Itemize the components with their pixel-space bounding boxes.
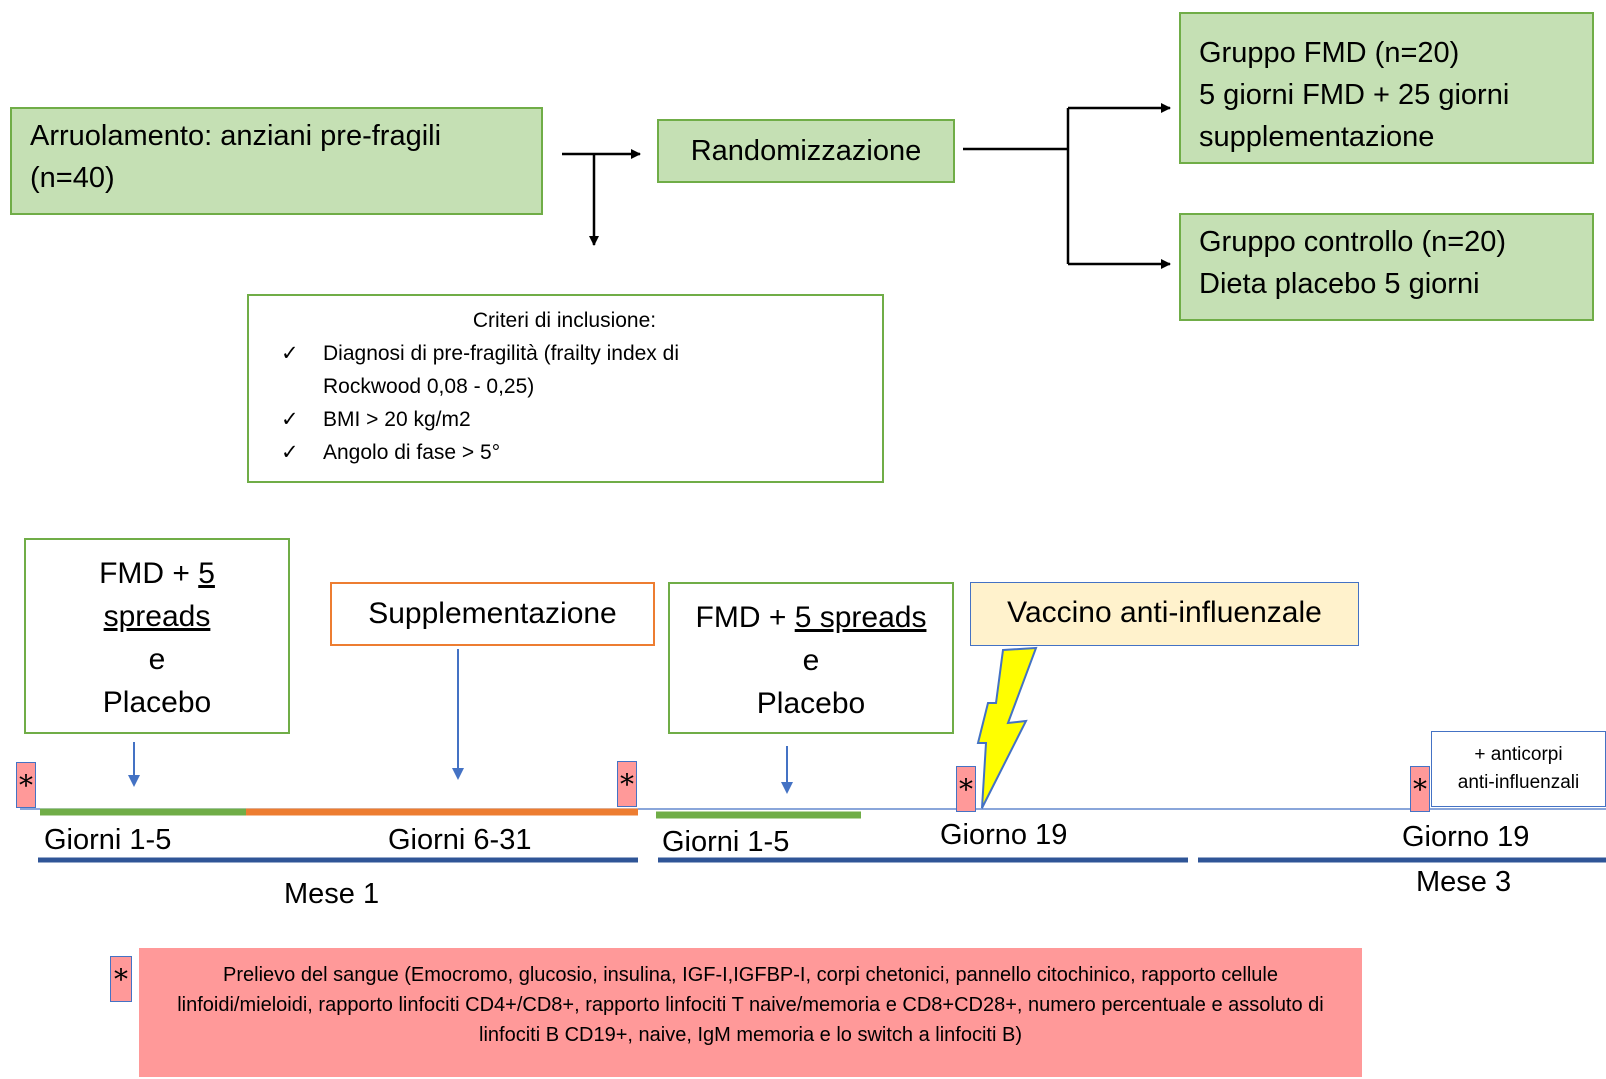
vaccine-text: Vaccino anti-influenzale xyxy=(1007,596,1322,629)
randomization-box: Randomizzazione xyxy=(657,119,955,183)
fmd-label: FMD + xyxy=(99,557,199,590)
criteria-item: ✓ BMI > 20 kg/m2 xyxy=(259,403,870,436)
fmd-group-line-3: supplementazione xyxy=(1199,121,1435,153)
enrollment-box: Arruolamento: anziani pre-fragili (n=40) xyxy=(10,107,543,215)
criteria-item-text: Angolo di fase > 5° xyxy=(323,441,501,464)
blood-sample-marker: * xyxy=(16,762,36,808)
checkmark-icon: ✓ xyxy=(281,342,299,365)
supplement-text: Supplementazione xyxy=(368,597,617,630)
label-giorni-6-31: Giorni 6-31 xyxy=(388,824,532,856)
placebo-label: Placebo xyxy=(756,687,866,720)
supplement-box: Supplementazione xyxy=(330,582,655,646)
label-giorni-1-5-a: Giorni 1-5 xyxy=(44,824,172,856)
criteria-item-text: Diagnosi di pre-fragilità (frailty index… xyxy=(323,342,679,398)
blood-sample-marker: * xyxy=(617,761,637,807)
spreads-label: 5 spreads xyxy=(794,601,927,634)
criteria-item: ✓ Angolo di fase > 5° xyxy=(259,436,870,469)
fmd-placebo-box-2: FMD + 5 spreads e Placebo xyxy=(668,582,954,734)
control-group-line-2: Dieta placebo 5 giorni xyxy=(1199,268,1480,300)
fmd-count: 5 xyxy=(198,557,215,590)
criteria-item-text: BMI > 20 kg/m2 xyxy=(323,408,471,431)
blood-sample-legend: Prelievo del sangue (Emocromo, glucosio,… xyxy=(139,948,1362,1077)
control-group-line-1: Gruppo controllo (n=20) xyxy=(1199,226,1507,258)
fmd-placebo-box-1: FMD + 5 spreads e Placebo xyxy=(24,538,290,734)
placebo-label: Placebo xyxy=(102,686,212,719)
inclusion-criteria-box: Criteri di inclusione: ✓ Diagnosi di pre… xyxy=(247,294,884,483)
criteria-list: ✓ Diagnosi di pre-fragilità (frailty ind… xyxy=(259,337,870,469)
fmd-group-line-2: 5 giorni FMD + 25 giorni xyxy=(1199,79,1510,111)
antibodies-line-2: anti-influenzali xyxy=(1457,772,1580,793)
blood-sample-marker: * xyxy=(1410,766,1430,812)
fmd-group-line-1: Gruppo FMD (n=20) xyxy=(1199,37,1460,69)
checkmark-icon: ✓ xyxy=(281,408,299,431)
antibodies-line-1: + anticorpi xyxy=(1474,744,1563,765)
criteria-title: Criteri di inclusione: xyxy=(472,309,657,332)
legend-text: Prelievo del sangue (Emocromo, glucosio,… xyxy=(177,964,1324,1046)
legend-marker: * xyxy=(110,956,132,1002)
randomization-text: Randomizzazione xyxy=(690,135,922,167)
label-mese-3: Mese 3 xyxy=(1416,866,1512,898)
conjunction-e: e xyxy=(148,643,166,676)
label-giorno-19-b: Giorno 19 xyxy=(1402,821,1530,853)
antibodies-box: + anticorpi anti-influenzali xyxy=(1431,731,1606,807)
criteria-item: ✓ Diagnosi di pre-fragilità (frailty ind… xyxy=(259,337,870,403)
blood-sample-marker: * xyxy=(956,766,976,812)
fmd-label: FMD + xyxy=(695,601,795,634)
label-giorni-1-5-b: Giorni 1-5 xyxy=(662,826,790,858)
spreads-label: spreads xyxy=(103,600,211,633)
enrollment-text: Arruolamento: anziani pre-fragili (n=40) xyxy=(30,120,442,194)
checkmark-icon: ✓ xyxy=(281,441,299,464)
vaccine-box: Vaccino anti-influenzale xyxy=(970,582,1359,646)
lightning-bolt-icon xyxy=(976,646,1038,809)
label-giorno-19-a: Giorno 19 xyxy=(940,819,1068,851)
fmd-group-box: Gruppo FMD (n=20) 5 giorni FMD + 25 gior… xyxy=(1179,12,1594,164)
label-mese-1: Mese 1 xyxy=(284,878,380,910)
control-group-box: Gruppo controllo (n=20) Dieta placebo 5 … xyxy=(1179,213,1594,321)
conjunction-e: e xyxy=(802,644,820,677)
